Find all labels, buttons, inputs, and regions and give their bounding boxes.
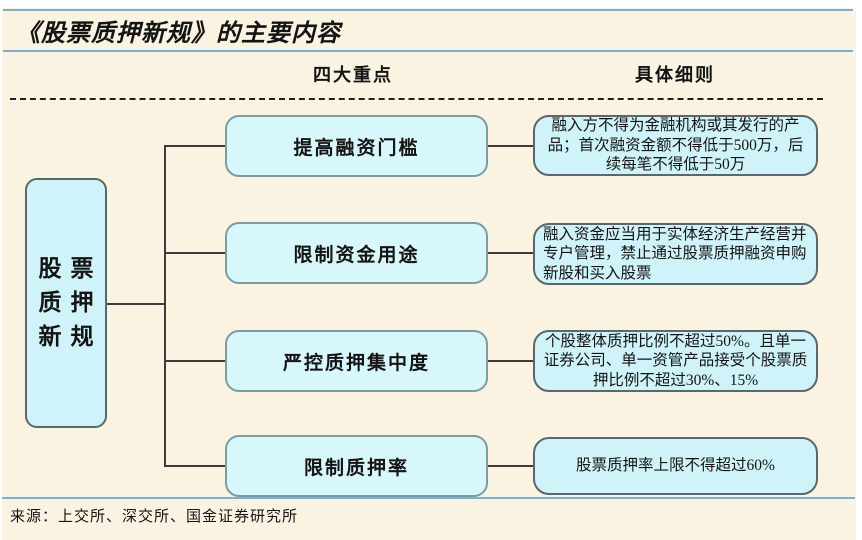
detail-node-1: 融入方不得为金融机构或其发行的产品；首次融资金额不得低于500万，后续每笔不得低… xyxy=(533,115,818,176)
root-node-line-2: 质押 xyxy=(38,290,103,315)
point-node-1: 提高融资门槛 xyxy=(225,115,488,177)
detail-node-4: 股票质押率上限不得超过60% xyxy=(533,437,818,495)
connector-branch-2 xyxy=(164,252,225,254)
connector-branch-1 xyxy=(164,145,225,147)
root-node-line-3: 新规 xyxy=(38,324,103,349)
point-node-2: 限制资金用途 xyxy=(225,222,488,284)
detail-node-1-text: 融入方不得为金融机构或其发行的产品；首次融资金额不得低于500万，后续每笔不得低… xyxy=(547,117,804,174)
detail-node-2: 融入资金应当用于实体经济生产经营并专户管理，禁止通过股票质押融资申购新股和买入股… xyxy=(533,223,818,285)
detail-node-3-text: 个股整体质押比例不超过50%。且单一证券公司、单一资管产品接受个股票质押比例不超… xyxy=(543,332,808,389)
column-header-details: 具体细则 xyxy=(635,65,715,85)
detail-node-4-text: 股票质押率上限不得超过60% xyxy=(576,457,775,475)
connector-branch-4 xyxy=(164,465,225,467)
figure-title: 《股票质押新规》的主要内容 xyxy=(16,21,341,47)
connector-link-3 xyxy=(488,360,533,362)
connector-trunk xyxy=(164,145,166,467)
root-node-stock-pledge-rules: 股票 质押 新规 xyxy=(25,178,107,428)
root-node-line-1: 股票 xyxy=(38,256,103,281)
point-node-4: 限制质押率 xyxy=(225,435,488,497)
connector-branch-3 xyxy=(164,360,225,362)
detail-node-3: 个股整体质押比例不超过50%。且单一证券公司、单一资管产品接受个股票质押比例不超… xyxy=(533,330,818,392)
connector-link-1 xyxy=(488,145,533,147)
detail-node-2-text: 融入资金应当用于实体经济生产经营并专户管理，禁止通过股票质押融资申购新股和买入股… xyxy=(543,225,807,282)
point-node-3: 严控质押集中度 xyxy=(225,330,488,392)
footer-rule xyxy=(2,497,855,499)
column-header-key-points: 四大重点 xyxy=(313,65,393,85)
connector-link-2 xyxy=(488,252,533,254)
connector-link-4 xyxy=(488,465,533,467)
connector-root-stub xyxy=(107,303,165,305)
title-top-rule xyxy=(3,9,853,11)
title-underline-rule xyxy=(3,50,853,52)
source-note: 来源：上交所、深交所、国金证券研究所 xyxy=(10,509,299,525)
header-dashed-divider xyxy=(10,98,823,100)
